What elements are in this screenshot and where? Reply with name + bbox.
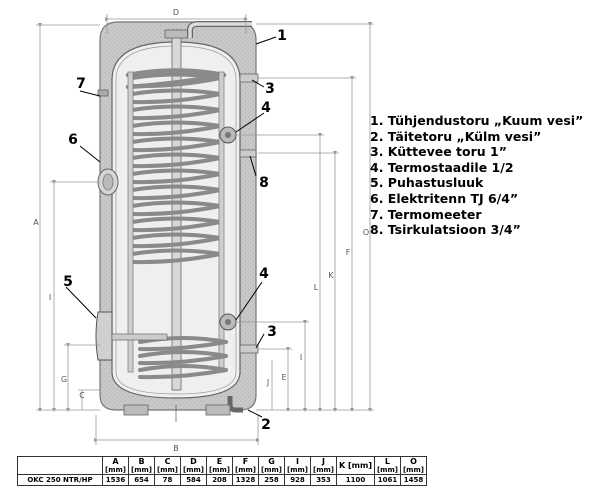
coil-turn [130,104,222,121]
dim-label-K: K [328,271,334,280]
col-D: D[mm] [180,456,207,475]
dim-label-I-right: I [300,353,302,362]
col-C: C[mm] [154,456,181,475]
dim-label-G: G [61,375,67,384]
lower-coil-turn [138,350,228,366]
dim-label-A: A [33,218,39,227]
callout-3-upper: 3 [265,81,275,97]
col-G: G[mm] [258,456,285,475]
callout-4-upper: 4 [261,100,271,116]
value-E: 208 [206,474,233,486]
value-C: 78 [154,474,181,486]
dim-label-I-left: I [49,293,51,302]
lower-coil-turn [138,364,228,380]
dim-label-J: J [266,378,269,387]
dim-label-C: C [79,391,85,400]
coil-turn [130,216,222,233]
lower-coil-turn [138,336,228,352]
value-B: 654 [128,474,155,486]
heating-pipe-upper [239,73,259,83]
callout-3-lower: 3 [267,324,277,340]
legend-item-8: 8. Tsirkulatsioon 3/4” [370,222,521,238]
callout-6: 6 [68,132,78,148]
col-O: O[mm] [399,456,427,475]
col-A: A[mm] [102,456,129,475]
value-K: 1100 [336,474,375,486]
callout-4-lower: 4 [259,266,269,282]
value-F: 1328 [232,474,259,486]
value-A: 1536 [102,474,129,486]
dimension-lines [36,14,374,445]
table-corner [17,456,103,475]
callout-5: 5 [63,274,73,290]
col-I: I[mm] [284,456,311,475]
legend-item-2: 2. Täitetoru „Külm vesi” [370,128,542,144]
callout-7: 7 [76,76,86,92]
col-L: L[mm] [373,456,401,475]
dim-label-B: B [173,444,179,453]
coil-turn [130,120,222,137]
coil-turn [130,72,222,89]
foot-right [205,404,231,416]
legend-item-1: 1. Tühjendustoru „Kuum vesi” [370,113,584,128]
dim-label-E: E [281,373,286,382]
coil-turn [130,232,222,249]
thermometer-port [97,89,109,97]
value-G: 258 [258,474,285,486]
col-K: K [mm] [336,456,375,475]
callout-8: 8 [259,175,269,191]
model-cell: OKC 250 NTR/HP [17,474,103,486]
water-heater-diagram: D B A I G C O F K L I E J 1 3 4 8 7 6 5 … [33,8,374,453]
value-L: 1061 [373,474,401,486]
legend-item-4: 4. Termostaadile 1/2 [370,159,514,175]
col-E: E[mm] [206,456,233,475]
legend-item-7: 7. Termomeeter [370,206,482,222]
coil-turn [130,200,222,217]
dim-label-D: D [173,8,179,17]
foot-left [123,404,149,416]
coil-turn [130,248,222,265]
coil-turn [130,168,222,185]
heating-pipe-lower [239,344,259,354]
legend-item-3: 3. Küttevee toru 1” [370,144,507,160]
value-D: 584 [180,474,207,486]
dim-label-L: L [314,283,319,292]
legend-item-6: 6. Elektritenn TJ 6/4” [370,190,519,206]
value-O: 1458 [399,474,427,486]
circulation-pipe [239,149,257,158]
legend-list: 1. Tühjendustoru „Kuum vesi” 2. Täitetor… [370,113,583,238]
table-row: OKC 250 NTR/HP 1536 654 78 584 208 1328 … [17,474,427,486]
coil-turn [130,88,222,105]
dim-label-O: O [363,228,369,237]
table-header-row: A[mm] B[mm] C[mm] D[mm] E[mm] F[mm] G[mm… [17,456,427,475]
callout-leaders [65,36,277,418]
value-I: 928 [284,474,311,486]
dimensions-table: A[mm] B[mm] C[mm] D[mm] E[mm] F[mm] G[mm… [17,456,427,486]
legend-item-5: 5. Puhastusluuk [370,175,484,191]
col-F: F[mm] [232,456,259,475]
col-J: J[mm] [310,456,337,475]
coil-turn [130,152,222,169]
col-B: B[mm] [128,456,155,475]
coil-turn [130,184,222,201]
value-J: 353 [310,474,337,486]
cleaning-flange [95,311,113,361]
coil-turn [130,136,222,153]
callout-2: 2 [261,417,271,433]
callout-1: 1 [277,28,287,44]
dim-label-F: F [346,248,351,257]
